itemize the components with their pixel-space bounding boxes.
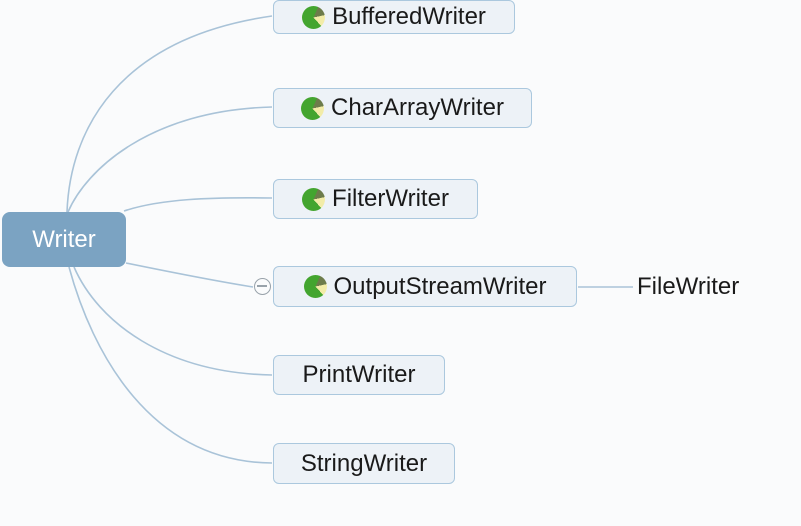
collapse-toggle[interactable] [254,278,271,295]
edge-writer-chararraywriter [67,106,273,213]
node-stringwriter-label: StringWriter [300,449,428,477]
node-printwriter[interactable]: PrintWriter [273,355,445,395]
node-chararraywriter[interactable]: CharArrayWriter [273,88,532,128]
node-filewriter-label: FileWriter [637,273,740,300]
class-pie-icon [302,5,326,29]
edge-writer-outputstreamwriter [125,262,254,288]
class-pie-icon [303,275,327,298]
node-bufferedwriter-label: BufferedWriter [332,3,486,30]
node-outputstreamwriter[interactable]: OutputStreamWriter [273,266,577,307]
node-filewriter[interactable]: FileWriter [637,273,739,301]
edge-writer-filterwriter [123,196,273,212]
node-printwriter-label: PrintWriter [302,361,416,388]
node-stringwriter[interactable]: StringWriter [273,443,455,484]
class-pie-icon [302,187,326,211]
edge-writer-printwriter [73,266,273,376]
node-writer-label: Writer [32,225,96,253]
node-filterwriter[interactable]: FilterWriter [273,179,478,219]
node-filterwriter-label: FilterWriter [332,185,449,212]
minus-icon [257,285,267,287]
node-outputstreamwriter-label: OutputStreamWriter [333,272,547,300]
node-chararraywriter-label: CharArrayWriter [331,94,504,121]
node-writer[interactable]: Writer [2,212,126,267]
edge-writer-bufferedwriter [66,15,273,213]
node-bufferedwriter[interactable]: BufferedWriter [273,0,515,34]
edge-writer-stringwriter [68,266,273,464]
class-pie-icon [301,96,325,120]
